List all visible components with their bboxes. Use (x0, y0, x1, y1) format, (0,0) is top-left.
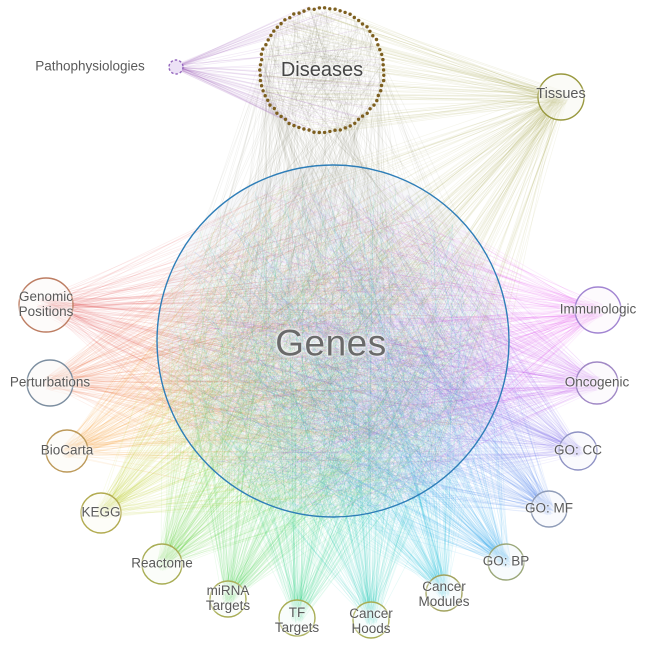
diseases-internal-links (265, 13, 379, 123)
edge-layer (36, 5, 606, 627)
edges-diseases-genes (162, 7, 505, 508)
edges-cancer_hoods-genes (164, 168, 493, 627)
edges-perturbations-genes (42, 173, 493, 505)
genes-internal-links (166, 174, 498, 510)
node-genomic_positions-circle[interactable] (18, 277, 74, 333)
node-tf_targets-circle[interactable] (278, 599, 316, 637)
node-reactome-circle[interactable] (141, 543, 183, 585)
node-immunologic-circle[interactable] (574, 286, 622, 334)
edges-pathophysiologies-diseases (173, 5, 386, 135)
edges-go_cc-genes (176, 186, 585, 508)
edges-genomic_positions-genes (36, 174, 499, 509)
edges-go_bp-genes (170, 190, 513, 568)
edges-kegg-genes (94, 171, 494, 520)
node-go_mf-circle[interactable] (530, 490, 568, 528)
edges-tissues-genes (183, 88, 570, 508)
edges-immunologic-genes (166, 184, 606, 508)
node-cancer_hoods-circle[interactable] (352, 601, 390, 639)
node-pathophysiologies-circle[interactable] (168, 59, 184, 75)
node-go_bp-circle[interactable] (487, 543, 525, 581)
node-perturbations-circle[interactable] (26, 359, 74, 407)
node-kegg-circle[interactable] (80, 492, 122, 534)
node-diseases-ring[interactable] (258, 6, 386, 135)
node-biocarta-circle[interactable] (45, 429, 89, 473)
edges-tissues-diseases (259, 5, 570, 135)
node-cancer_modules-circle[interactable] (425, 574, 463, 612)
edges-go_mf-genes (163, 180, 556, 516)
node-tissues-circle[interactable] (537, 73, 585, 121)
edges-cancer_modules-genes (163, 173, 500, 600)
edges-biocarta-genes (59, 178, 493, 507)
node-go_cc-circle[interactable] (558, 431, 598, 471)
edges-oncogenic-genes (163, 180, 605, 511)
edges-tf_targets-genes (172, 172, 488, 625)
node-genes-circle[interactable] (156, 164, 510, 518)
edges-mirna_targets-genes (167, 176, 491, 606)
node-oncogenic-circle[interactable] (575, 361, 619, 405)
node-mirna_targets-circle[interactable] (209, 580, 247, 618)
